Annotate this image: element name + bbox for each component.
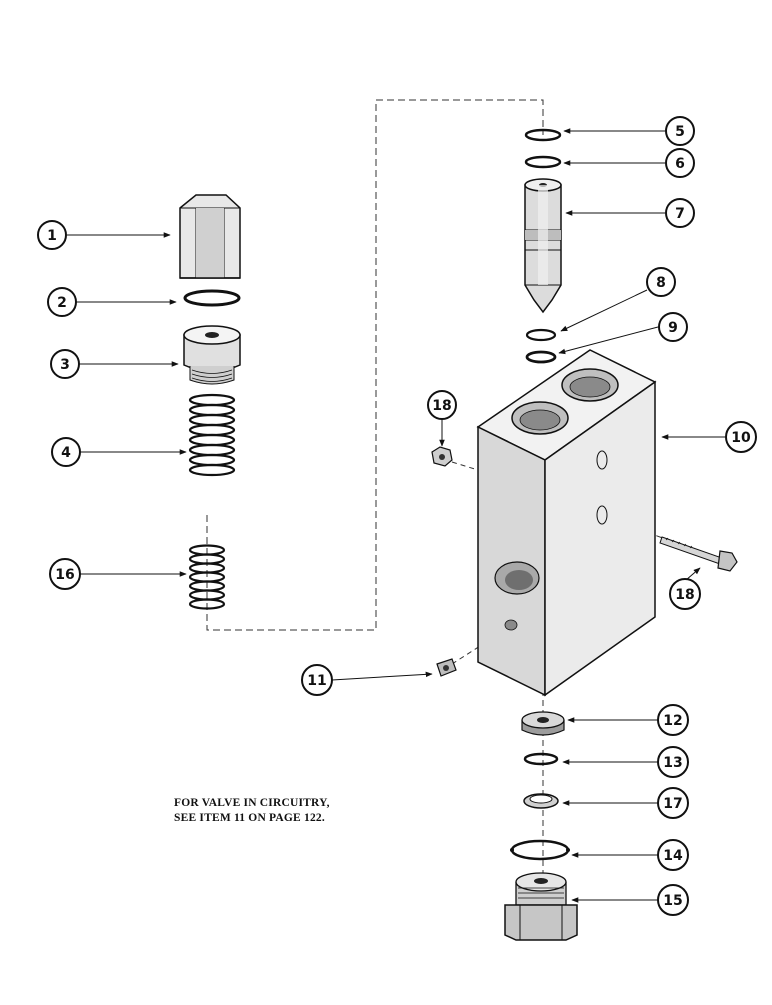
circuitry-note: FOR VALVE IN CIRCUITRY, SEE ITEM 11 ON P… xyxy=(174,796,374,826)
callout-18-nut: 18 xyxy=(427,390,457,420)
part-ring-17 xyxy=(523,793,559,809)
callout-9: 9 xyxy=(658,312,688,342)
part-ring-9 xyxy=(525,350,557,364)
callout-4: 4 xyxy=(51,437,81,467)
callout-18-bolt: 18 xyxy=(669,578,701,610)
part-ring-8 xyxy=(525,328,557,342)
callout-5: 5 xyxy=(665,116,695,146)
part-bolt-18b xyxy=(659,536,738,572)
svg-text:4: 4 xyxy=(61,445,71,461)
part-spring-4 xyxy=(188,393,236,477)
svg-text:7: 7 xyxy=(675,206,685,222)
svg-text:3: 3 xyxy=(60,357,70,373)
note-line-2: SEE ITEM 11 ON PAGE 122. xyxy=(174,812,325,824)
callout-10: 10 xyxy=(725,421,757,453)
part-threaded-plug-3 xyxy=(183,325,241,385)
part-end-plug-15 xyxy=(504,872,578,941)
callout-15: 15 xyxy=(657,884,689,916)
part-snap-ring-14 xyxy=(510,839,570,861)
part-valve-body-10 xyxy=(476,349,657,697)
svg-text:11: 11 xyxy=(307,673,326,689)
part-plug-11 xyxy=(436,658,457,677)
nut-dashed-line xyxy=(451,461,479,471)
svg-text:16: 16 xyxy=(55,567,74,583)
part-poppet-7 xyxy=(524,178,562,314)
part-ring-5 xyxy=(524,128,562,142)
svg-text:12: 12 xyxy=(663,713,682,729)
callout-11: 11 xyxy=(301,664,333,696)
part-ring-6 xyxy=(524,155,562,169)
callout-7: 7 xyxy=(665,198,695,228)
callout-16: 16 xyxy=(49,558,81,590)
part-hex-cap xyxy=(179,194,241,279)
svg-text:17: 17 xyxy=(663,796,682,812)
callout-14: 14 xyxy=(657,839,689,871)
part-seat-12 xyxy=(521,711,565,736)
callout-2: 2 xyxy=(47,287,77,317)
svg-text:8: 8 xyxy=(656,275,666,291)
svg-text:13: 13 xyxy=(663,755,682,771)
note-line-1: FOR VALVE IN CIRCUITRY, xyxy=(174,797,330,809)
callout-3: 3 xyxy=(50,349,80,379)
leader-lines xyxy=(67,128,725,903)
part-nut-18a xyxy=(431,446,453,467)
svg-text:1: 1 xyxy=(47,228,57,244)
part-spring-16 xyxy=(188,544,226,610)
callout-13: 13 xyxy=(657,746,689,778)
svg-text:14: 14 xyxy=(663,848,683,864)
svg-text:2: 2 xyxy=(57,295,67,311)
svg-text:15: 15 xyxy=(663,893,682,909)
callout-17: 17 xyxy=(657,787,689,819)
svg-text:18: 18 xyxy=(432,398,451,414)
svg-text:18: 18 xyxy=(675,587,694,603)
callout-12: 12 xyxy=(657,704,689,736)
part-o-ring-2 xyxy=(183,289,241,307)
svg-text:5: 5 xyxy=(675,124,685,140)
svg-text:6: 6 xyxy=(675,156,685,172)
part-ring-13 xyxy=(523,752,559,766)
callout-8: 8 xyxy=(646,267,676,297)
svg-text:9: 9 xyxy=(668,320,678,336)
callout-1: 1 xyxy=(37,220,67,250)
svg-text:10: 10 xyxy=(731,430,751,446)
callout-6: 6 xyxy=(665,148,695,178)
